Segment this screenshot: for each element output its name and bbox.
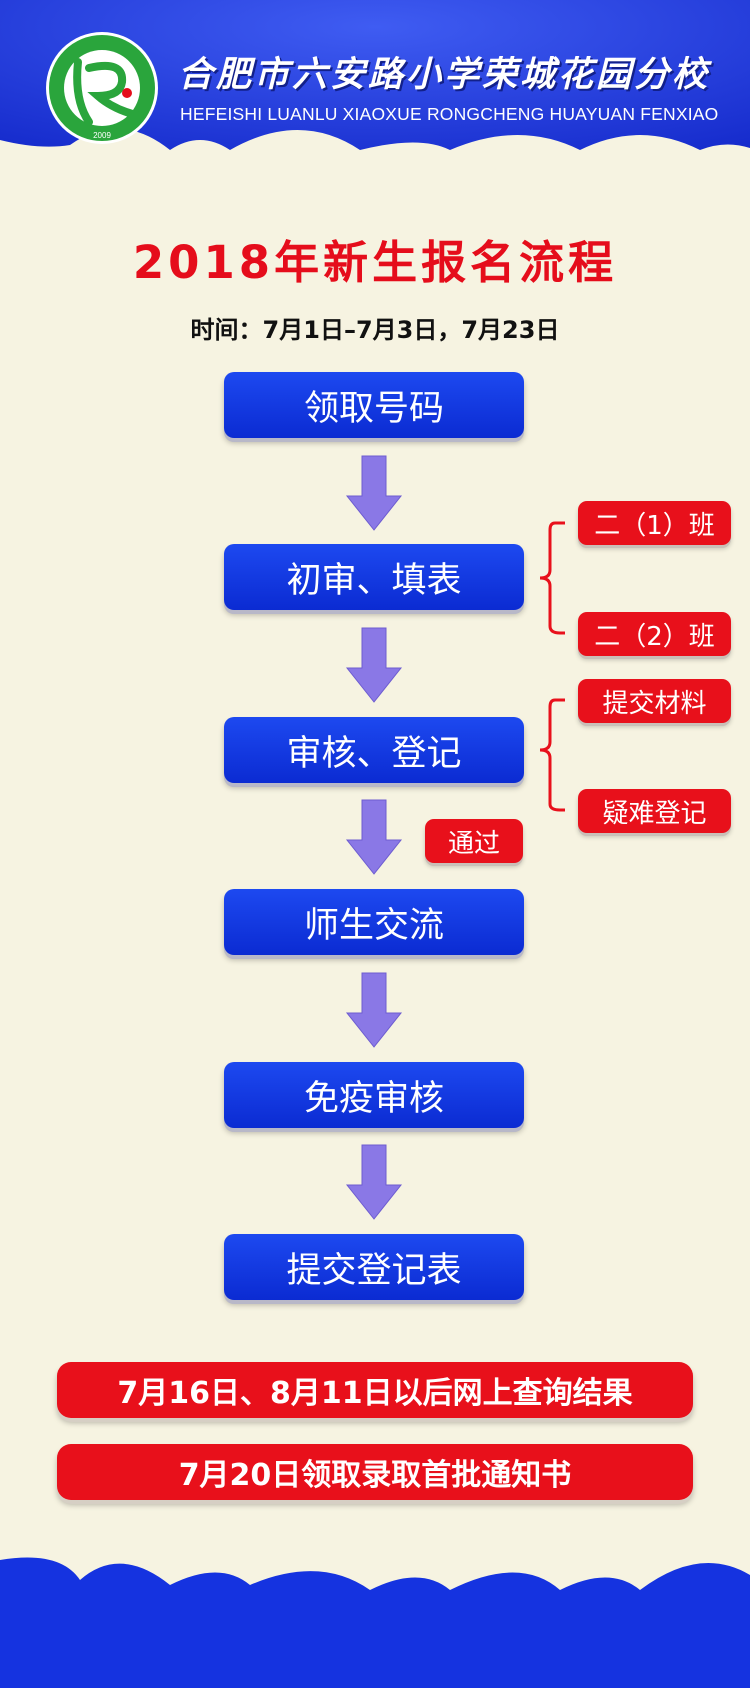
step-audit-register: 审核、登记 bbox=[224, 717, 524, 783]
school-name: 合肥市六安路小学荣城花园分校 bbox=[178, 54, 711, 95]
branch-difficult-registration: 疑难登记 bbox=[578, 789, 731, 833]
notice-admission-letter: 7月20日领取录取首批通知书 bbox=[57, 1444, 693, 1500]
logo-year: 2009 bbox=[93, 131, 111, 140]
branch-class-2: 二（2）班 bbox=[578, 612, 731, 656]
step-get-number: 领取号码 bbox=[224, 372, 524, 438]
flow-arrow bbox=[345, 627, 403, 703]
school-logo: 2009 bbox=[44, 30, 160, 146]
flow-arrow bbox=[345, 972, 403, 1048]
page-title: 2018年新生报名流程 bbox=[132, 236, 618, 289]
branch-bracket bbox=[539, 521, 565, 635]
step-submit-form: 提交登记表 bbox=[224, 1234, 524, 1300]
footer-clouds bbox=[0, 1557, 750, 1688]
branch-submit-materials: 提交材料 bbox=[578, 679, 731, 723]
branch-class-1: 二（1）班 bbox=[578, 501, 731, 545]
notice-online-results: 7月16日、8月11日以后网上查询结果 bbox=[57, 1362, 693, 1418]
flow-arrow bbox=[345, 1144, 403, 1220]
step-initial-review: 初审、填表 bbox=[224, 544, 524, 610]
step-immunization-check: 免疫审核 bbox=[224, 1062, 524, 1128]
flow-arrow bbox=[345, 799, 403, 875]
registration-time: 时间：7月1日–7月3日，7月23日 bbox=[190, 316, 560, 344]
step-teacher-student-talk: 师生交流 bbox=[224, 889, 524, 955]
school-name-pinyin: HEFEISHI LUANLU XIAOXUE RONGCHENG HUAYUA… bbox=[180, 104, 719, 124]
pass-label: 通过 bbox=[425, 819, 523, 863]
flow-arrow bbox=[345, 455, 403, 531]
branch-bracket bbox=[539, 698, 565, 812]
